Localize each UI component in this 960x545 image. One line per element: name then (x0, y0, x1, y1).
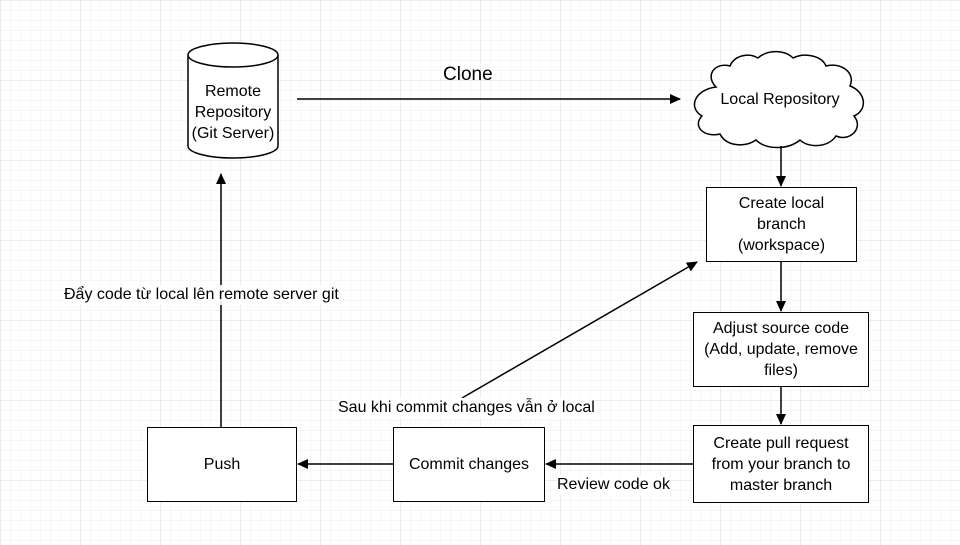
adjust-source-code-node[interactable]: Adjust source code (Add, update, remove … (693, 312, 869, 387)
clone-edge-label: Clone (443, 64, 493, 85)
local-repository-node[interactable]: Local Repository (720, 90, 840, 108)
push-to-remote-edge-label: Đẩy code từ local lên remote server git (64, 285, 339, 305)
commit-changes-node[interactable]: Commit changes (393, 427, 545, 502)
after-commit-edge-label: Sau khi commit changes vẫn ở local (338, 398, 595, 418)
edge-commit-to-branch-arrow (461, 261, 698, 399)
local-repository-cloud[interactable] (693, 50, 864, 149)
create-pull-request-node[interactable]: Create pull request from your branch to … (693, 425, 869, 503)
push-node[interactable]: Push (147, 427, 297, 502)
remote-repository-node[interactable]: Remote Repository (Git Server) (191, 82, 275, 142)
remote-repository-cylinder[interactable] (187, 42, 279, 159)
review-ok-edge-label: Review code ok (557, 475, 670, 495)
create-local-branch-node[interactable]: Create local branch (workspace) (706, 187, 857, 262)
